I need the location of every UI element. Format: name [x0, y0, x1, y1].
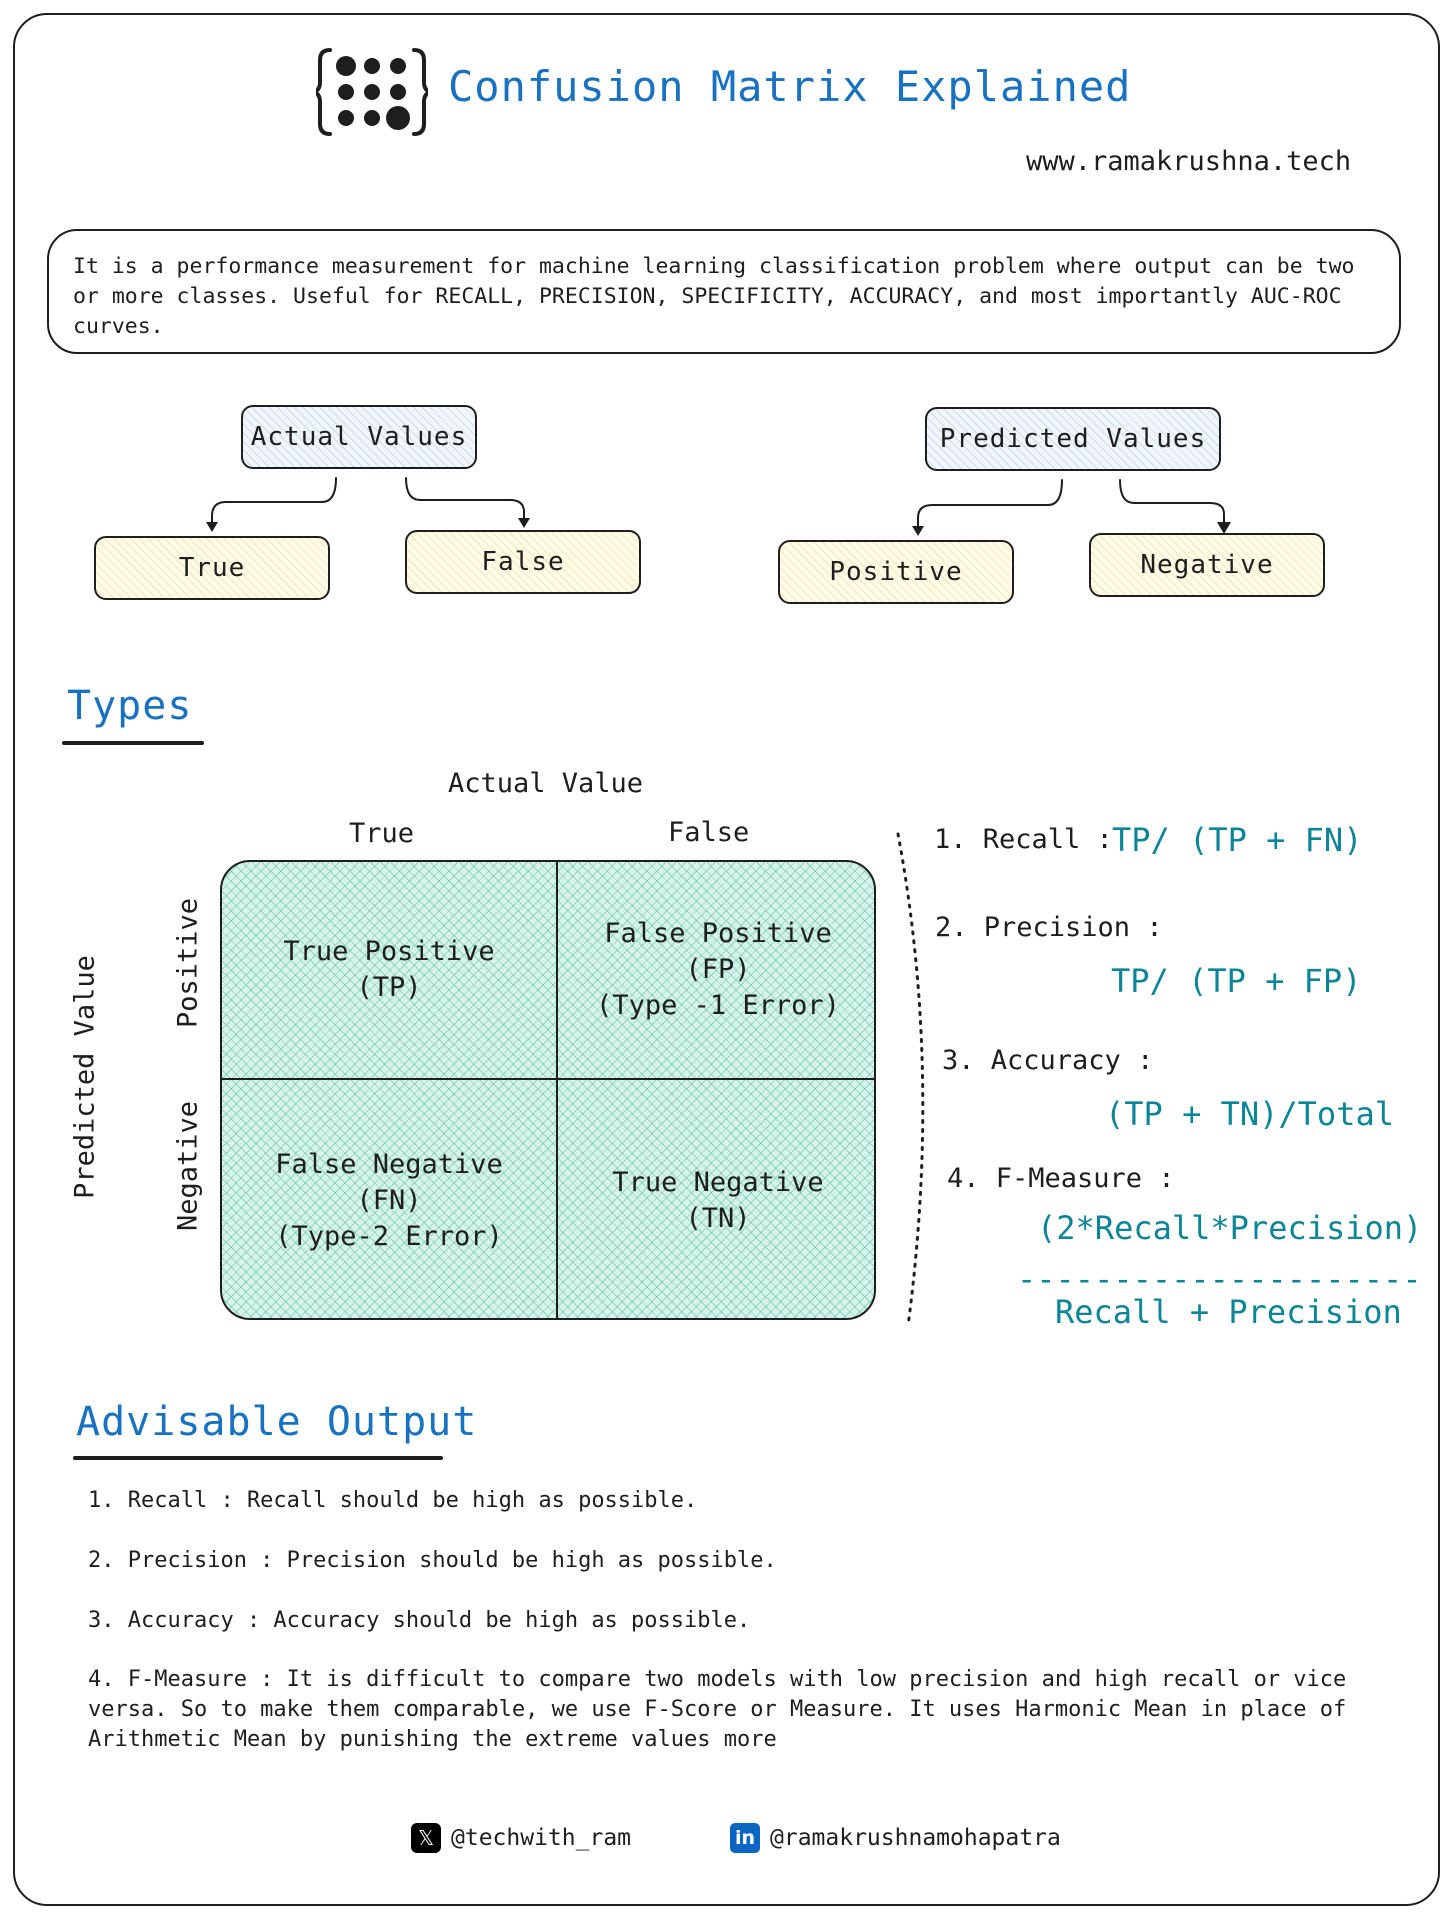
dots-matrix-icon [316, 48, 428, 136]
actual-value-axis-label: Actual Value [448, 768, 644, 799]
row-label-negative: Negative [172, 1100, 204, 1232]
x-handle-text: @techwith_ram [451, 1825, 632, 1851]
metric-fmeasure-label: 4. F-Measure : [947, 1163, 1175, 1194]
fp-abbr: (FP) [685, 954, 751, 985]
metric-fmeasure-fraction-bar: --------------------- [1017, 1260, 1422, 1298]
tp-name: True Positive [283, 936, 495, 967]
actual-values-box: Actual Values [241, 405, 477, 469]
cell-true-positive: True Positive (TP) [222, 862, 556, 1078]
linkedin-logo-icon: in [730, 1823, 760, 1853]
fn-abbr: (FN) [356, 1185, 422, 1216]
connector-actual-true [211, 477, 337, 525]
matrix-divider-vertical [556, 862, 558, 1318]
predicted-positive-box: Positive [778, 540, 1014, 604]
actual-false-box: False [405, 530, 641, 594]
dotted-separator [896, 832, 925, 1328]
actual-true-box: True [94, 536, 330, 600]
arrow-head-true [206, 522, 218, 532]
connector-predicted-negative [1119, 479, 1225, 523]
linkedin-handle-text: @ramakrushnamohapatra [770, 1825, 1061, 1851]
cell-false-negative: False Negative (FN) (Type-2 Error) [222, 1080, 556, 1318]
linkedin-handle-link[interactable]: in @ramakrushnamohapatra [730, 1823, 1061, 1853]
cell-false-positive: False Positive (FP) (Type -1 Error) [558, 862, 874, 1078]
types-heading: Types [67, 683, 193, 729]
page-title: Confusion Matrix Explained [448, 62, 1132, 111]
infographic-card [13, 13, 1440, 1906]
fp-note: (Type -1 Error) [596, 990, 840, 1021]
metric-recall-formula: TP/ (TP + FN) [1112, 821, 1363, 859]
predicted-value-axis-label: Predicted Value [69, 955, 101, 1199]
advisable-output-heading: Advisable Output [76, 1399, 478, 1445]
metric-precision-formula: TP/ (TP + FP) [1111, 962, 1362, 1000]
x-handle-link[interactable]: 𝕏 @techwith_ram [411, 1823, 631, 1853]
metric-fmeasure-denominator: Recall + Precision [1055, 1293, 1402, 1331]
arrow-head-false [518, 518, 530, 528]
predicted-values-box: Predicted Values [925, 407, 1221, 471]
matrix-divider-horizontal [222, 1078, 874, 1080]
fn-note: (Type-2 Error) [275, 1221, 503, 1252]
fp-name: False Positive [604, 918, 832, 949]
advice-fmeasure-line3: Arithmetic Mean by punishing the extreme… [88, 1727, 777, 1752]
advice-recall: 1. Recall : Recall should be high as pos… [88, 1488, 698, 1513]
metric-fmeasure-numerator: (2*Recall*Precision) [1037, 1209, 1423, 1247]
advice-precision: 2. Precision : Precision should be high … [88, 1548, 777, 1573]
advisable-output-underline [73, 1456, 443, 1460]
hierarchy-connectors [206, 477, 1231, 536]
tn-abbr: (TN) [685, 1203, 751, 1234]
x-logo-icon: 𝕏 [411, 1823, 441, 1853]
metric-recall-label: 1. Recall : [934, 824, 1113, 855]
metric-precision-label: 2. Precision : [935, 912, 1163, 943]
confusion-matrix-grid: True Positive (TP) False Positive (FP) (… [220, 860, 876, 1320]
types-underline [62, 741, 204, 745]
arrow-head-negative [1217, 522, 1231, 534]
advice-fmeasure-line1: 4. F-Measure : It is difficult to compar… [88, 1667, 1347, 1692]
tp-abbr: (TP) [356, 972, 422, 1003]
advice-fmeasure-line2: versa. So to make them comparable, we us… [88, 1697, 1347, 1722]
column-label-true: True [349, 818, 415, 849]
tn-name: True Negative [612, 1167, 824, 1198]
metric-accuracy-label: 3. Accuracy : [942, 1045, 1154, 1076]
connector-predicted-positive [917, 479, 1063, 529]
advice-accuracy: 3. Accuracy : Accuracy should be high as… [88, 1608, 751, 1633]
metric-accuracy-formula: (TP + TN)/Total [1105, 1095, 1394, 1133]
arrow-head-positive [912, 526, 924, 536]
fn-name: False Negative [275, 1149, 503, 1180]
predicted-negative-box: Negative [1089, 533, 1325, 597]
website-link[interactable]: www.ramakrushna.tech [1026, 146, 1352, 177]
connector-actual-false [405, 477, 525, 521]
column-label-false: False [668, 817, 750, 848]
row-label-positive: Positive [172, 897, 204, 1029]
description-box: It is a performance measurement for mach… [47, 229, 1401, 354]
cell-true-negative: True Negative (TN) [558, 1080, 874, 1318]
